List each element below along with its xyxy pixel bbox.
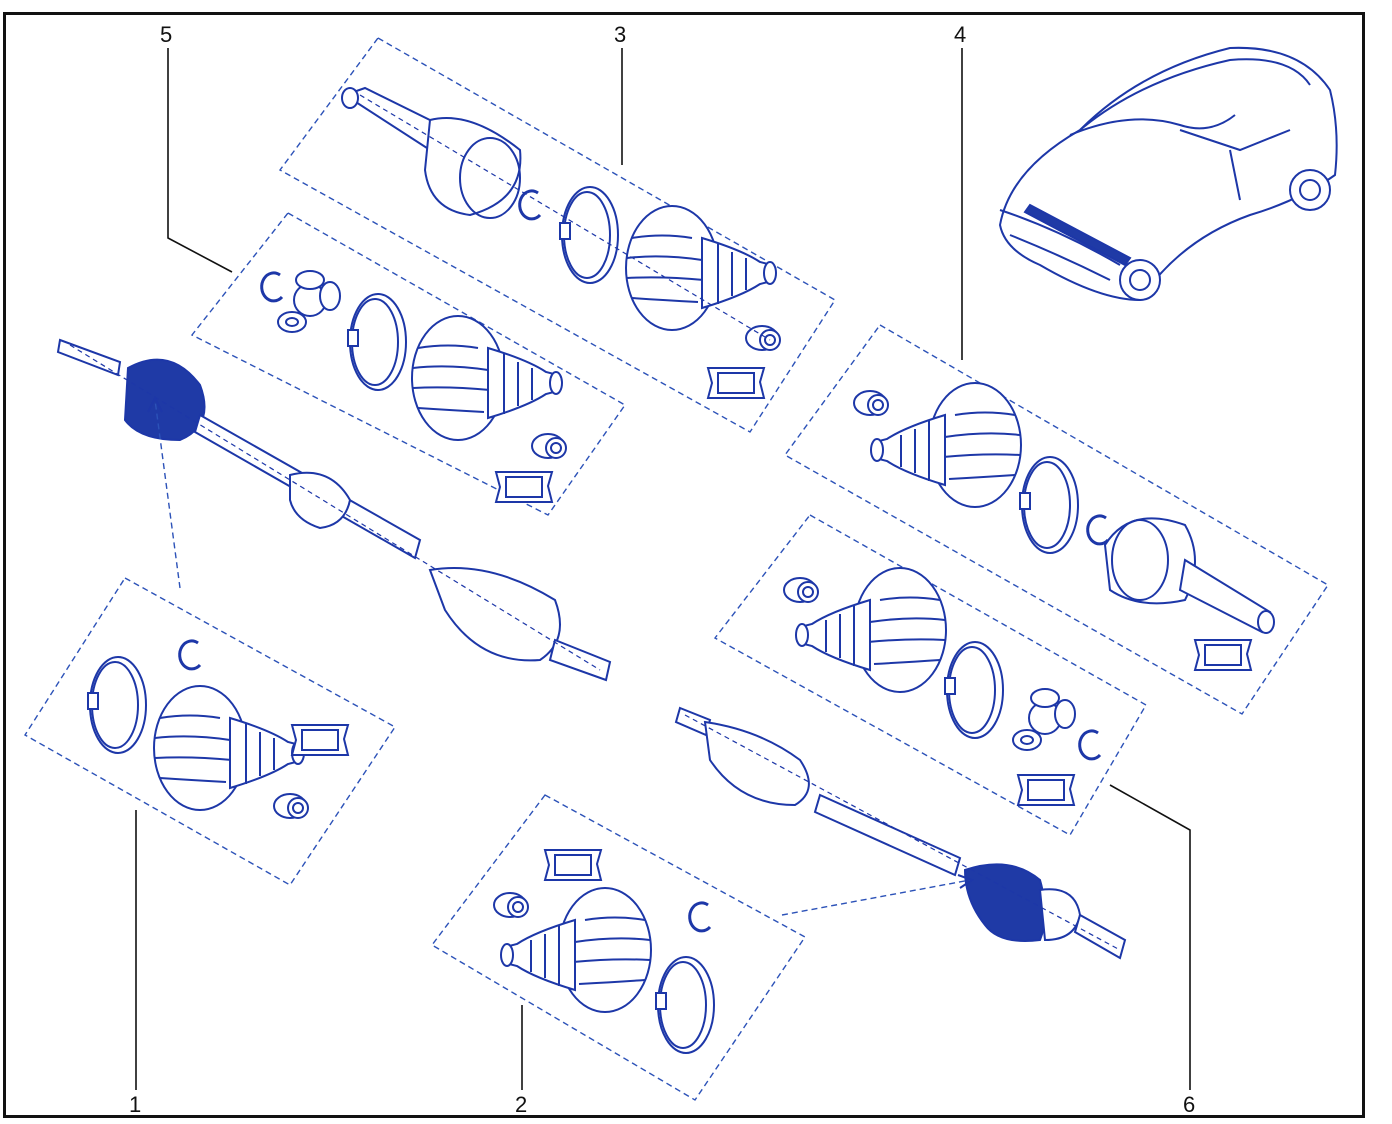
group-1-outline xyxy=(24,577,397,886)
group-3-kit xyxy=(278,37,836,433)
cv-boot-1 xyxy=(153,685,305,811)
left-drive-shaft xyxy=(56,338,612,682)
clamp-ring-1 xyxy=(87,656,147,754)
circlip-4 xyxy=(1086,514,1110,546)
group-5-kit xyxy=(190,212,627,516)
circlip-1 xyxy=(178,639,202,671)
group-1-kit xyxy=(24,395,397,886)
tripod-joint-6 xyxy=(1012,688,1076,751)
callout-5: 5 xyxy=(160,22,172,47)
group-6-kit xyxy=(713,514,1147,836)
group-2-outline xyxy=(430,794,807,1101)
grease-sachet-3 xyxy=(707,367,765,399)
leader-5 xyxy=(167,48,233,273)
circlip-5 xyxy=(260,271,284,303)
callout-6: 6 xyxy=(1183,1092,1195,1117)
tripod-joint-5 xyxy=(277,270,341,333)
clamp-ring-3 xyxy=(559,186,619,284)
clamp-ring-5 xyxy=(347,293,407,391)
small-clamp-3 xyxy=(745,325,781,351)
grease-sachet-2 xyxy=(544,849,602,881)
callout-1: 1 xyxy=(129,1092,141,1117)
outer-cv-joint-3 xyxy=(341,86,522,219)
small-clamp-4 xyxy=(853,390,889,416)
suv-car-icon xyxy=(998,46,1338,302)
grease-sachet-1 xyxy=(291,724,349,756)
group-4-outline xyxy=(783,324,1329,715)
leader-lines xyxy=(135,48,1191,1090)
right-outer-boot-highlight xyxy=(963,863,1046,942)
group-6-outline xyxy=(713,514,1147,836)
circlip-3 xyxy=(518,189,542,221)
group-2-kit xyxy=(430,794,975,1101)
leader-6 xyxy=(1109,784,1191,1090)
cv-boot-5 xyxy=(411,315,563,441)
group-4-kit xyxy=(783,324,1329,715)
small-clamp-2 xyxy=(493,892,529,918)
group-5-outline xyxy=(190,212,627,516)
cv-boot-4 xyxy=(870,382,1022,508)
right-drive-shaft xyxy=(674,706,1127,960)
small-clamp-1 xyxy=(273,793,309,819)
grease-sachet-6 xyxy=(1017,774,1075,806)
callout-3: 3 xyxy=(614,22,626,47)
circlip-2 xyxy=(688,901,712,933)
clamp-ring-6 xyxy=(944,641,1004,739)
small-clamp-6 xyxy=(783,577,819,603)
diagram-frame xyxy=(3,12,1365,1118)
left-outer-boot-highlight xyxy=(123,358,206,442)
clamp-ring-4 xyxy=(1019,456,1079,554)
cv-boot-6 xyxy=(795,567,947,693)
outer-cv-joint-4 xyxy=(1103,517,1275,634)
circlip-6 xyxy=(1078,729,1102,761)
small-clamp-5 xyxy=(531,433,567,459)
grease-sachet-4 xyxy=(1194,639,1252,671)
clamp-ring-2 xyxy=(655,956,715,1054)
callout-4: 4 xyxy=(954,22,966,47)
grease-sachet-5 xyxy=(495,471,553,503)
callout-2: 2 xyxy=(515,1092,527,1117)
